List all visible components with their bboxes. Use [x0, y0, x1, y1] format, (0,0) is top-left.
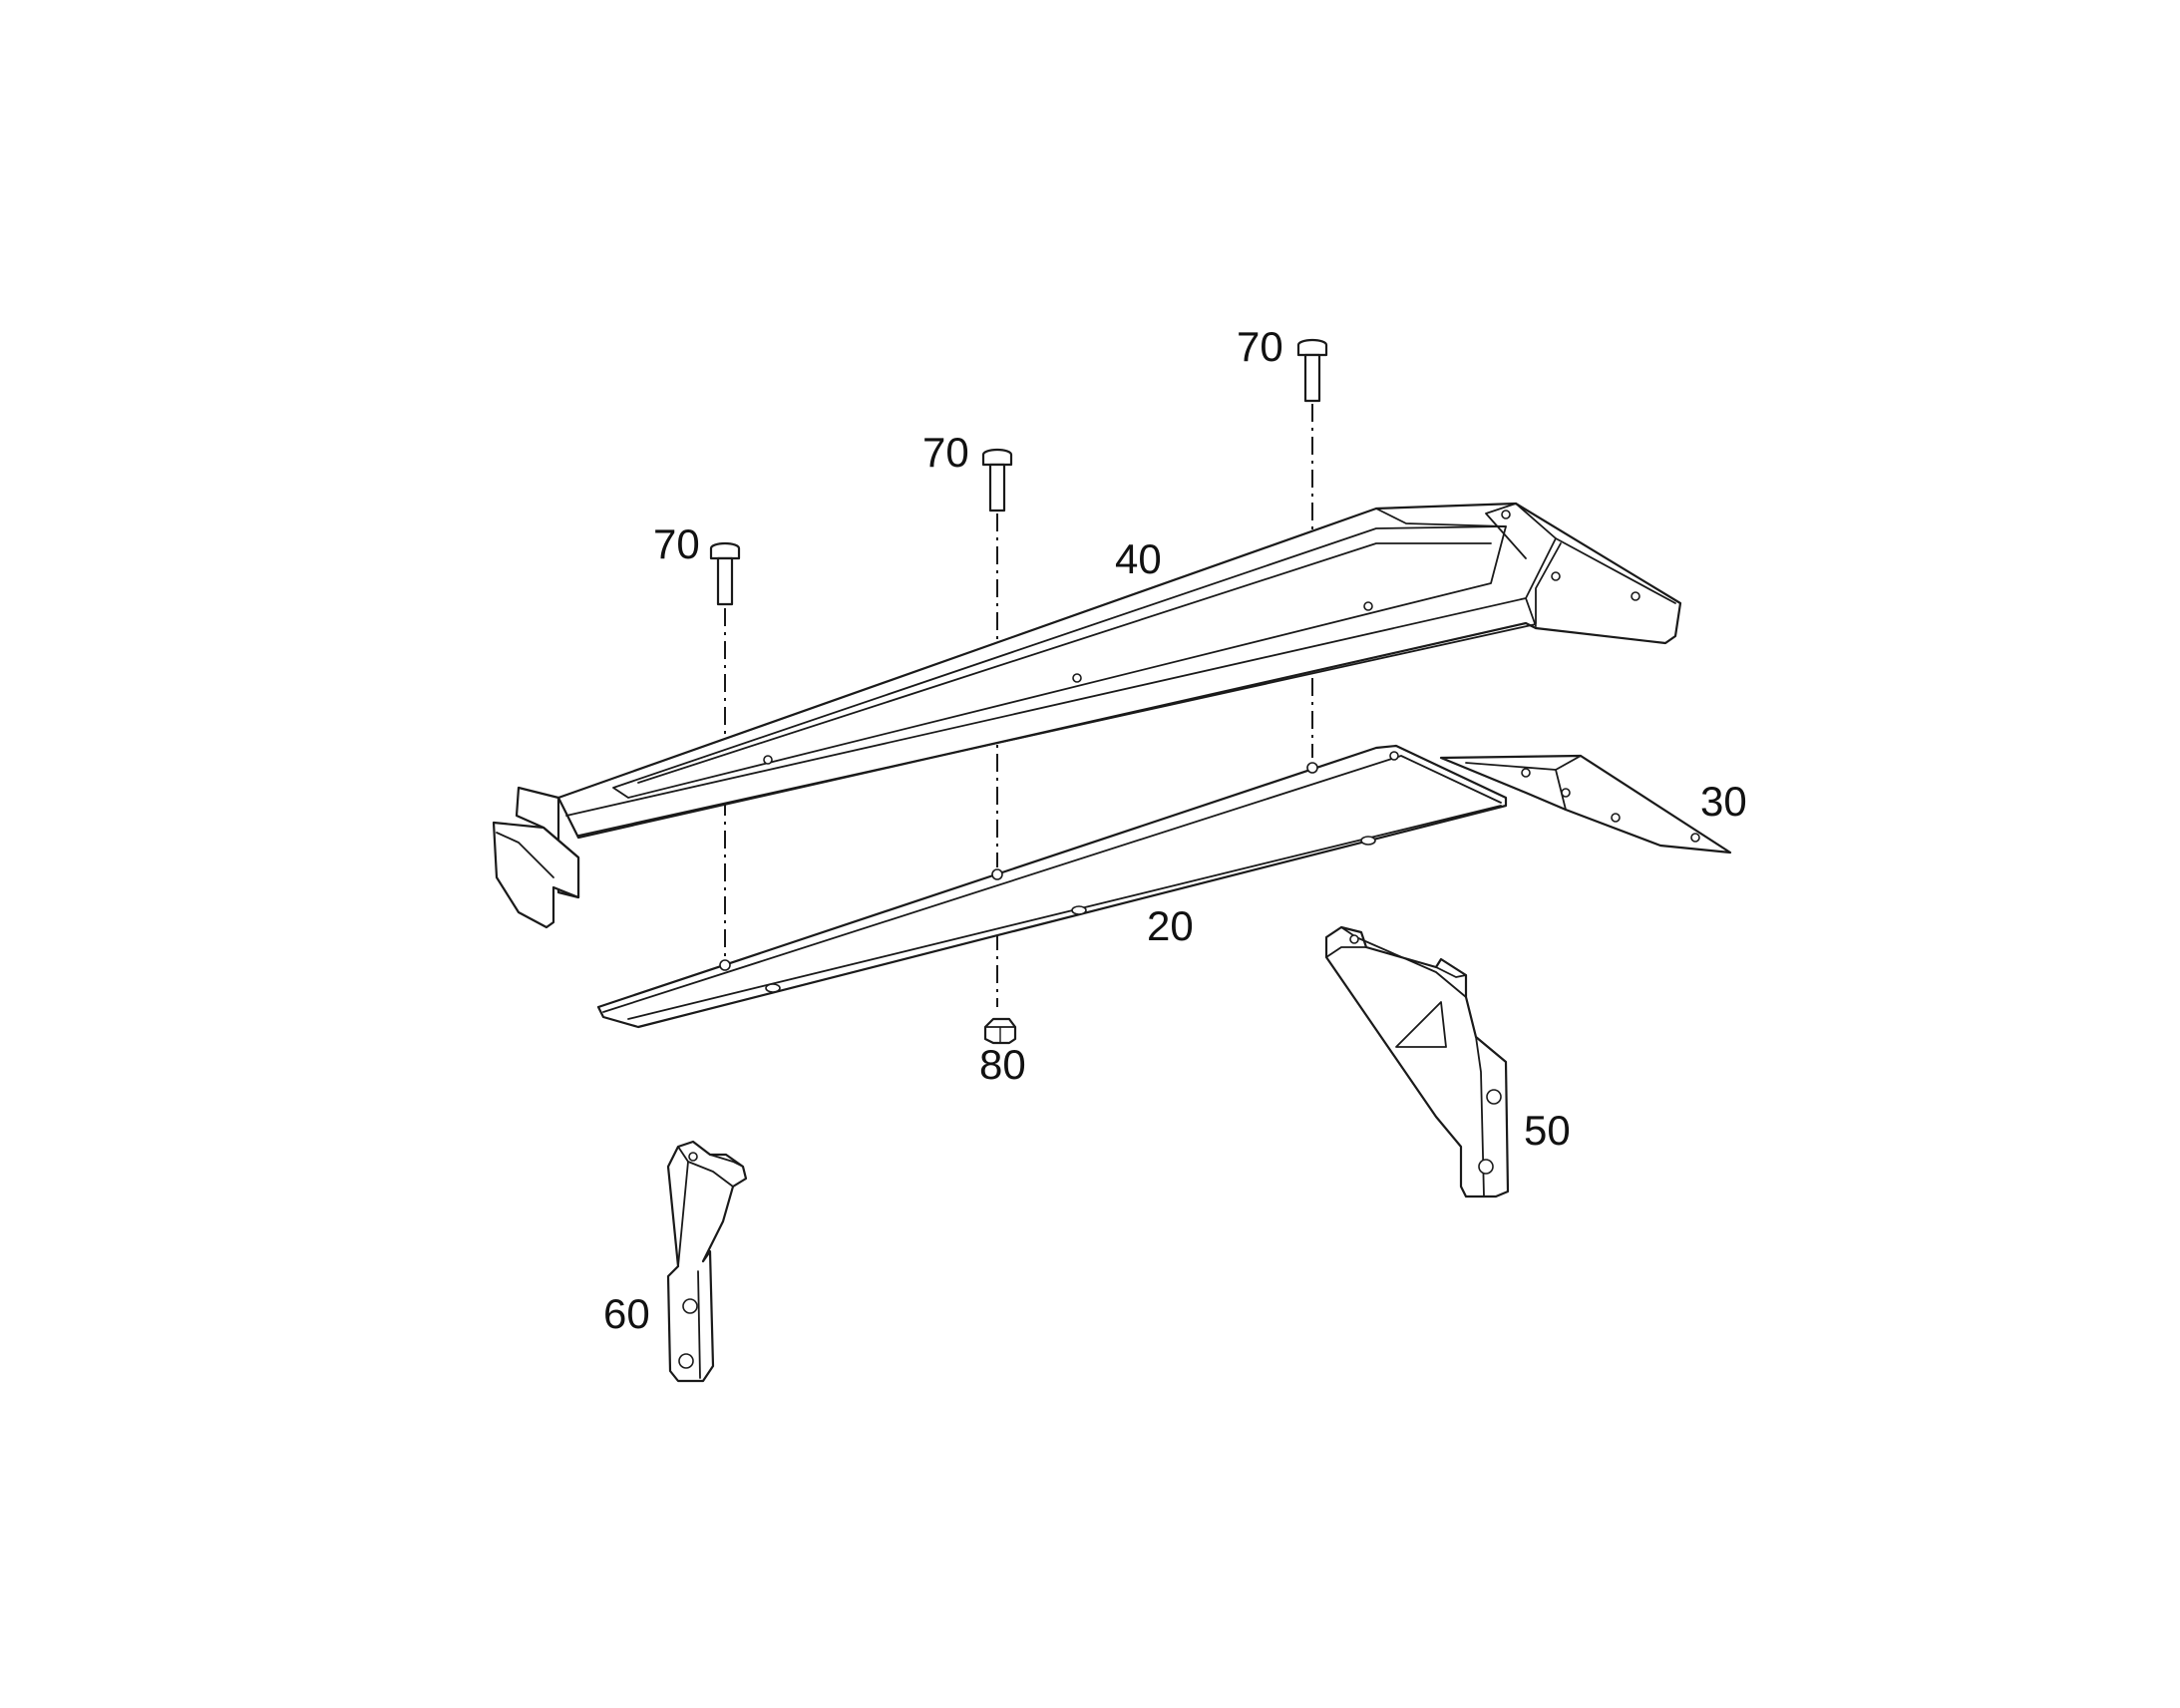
- nut-part: [983, 1017, 1017, 1045]
- corner-plate-part: [1439, 754, 1732, 854]
- callout-bolt-middle: 70: [922, 429, 969, 476]
- callout-bolt-left: 70: [653, 520, 700, 567]
- callout-top-rail: 40: [1115, 535, 1162, 582]
- callout-bottom-plate: 20: [1147, 902, 1194, 949]
- callout-left-bracket: 60: [603, 1290, 650, 1337]
- bottom-plate-part: [596, 744, 1508, 1029]
- top-rail-part: [492, 502, 1682, 929]
- callout-labels: 70 70 70 40 20 30 80 50 60: [603, 323, 1747, 1337]
- callout-bolt-right: 70: [1237, 323, 1283, 370]
- left-bracket-part: [666, 1140, 748, 1383]
- callout-corner-plate: 30: [1700, 778, 1747, 825]
- callout-nut: 80: [979, 1041, 1026, 1088]
- bolt-left-part: [709, 541, 741, 606]
- callout-right-bracket: 50: [1524, 1107, 1571, 1154]
- right-bracket-part: [1324, 925, 1510, 1198]
- bolt-right-part: [1296, 338, 1328, 403]
- bolt-middle-part: [981, 448, 1013, 512]
